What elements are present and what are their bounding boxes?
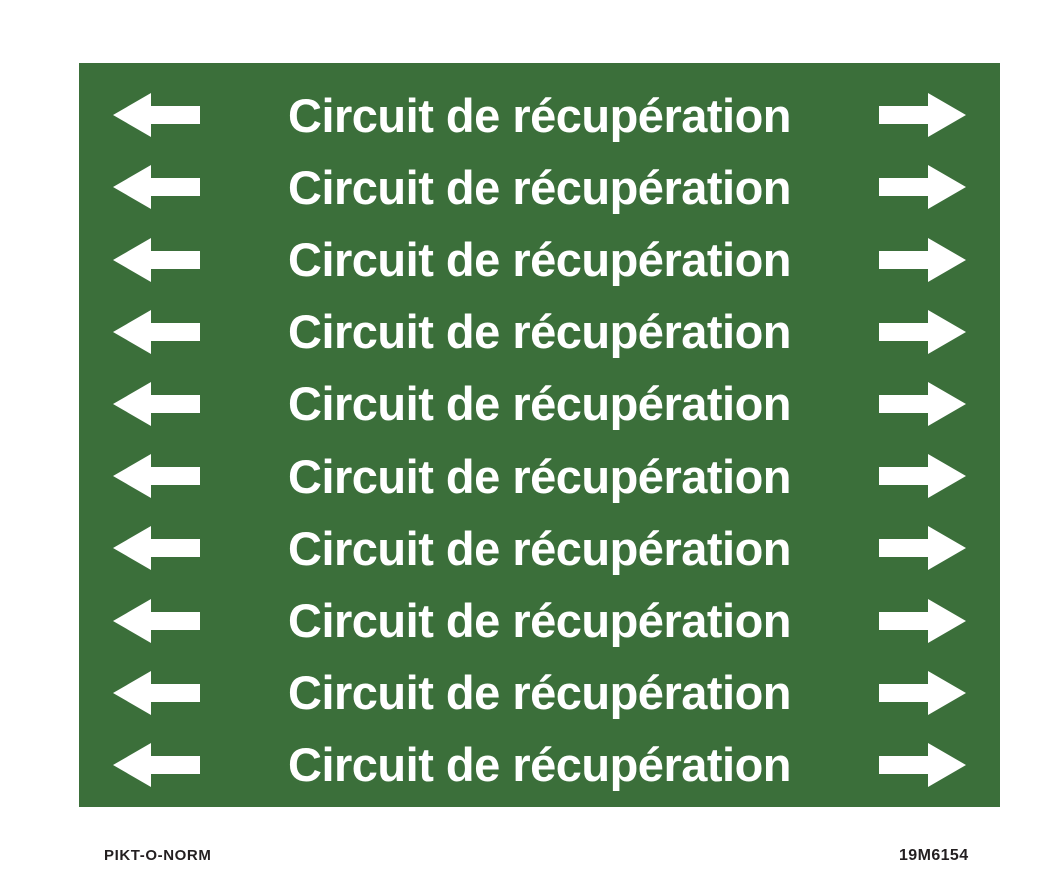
right-arrow-icon <box>879 93 966 138</box>
pipe-marker-row: Circuit de récupération <box>79 657 1000 729</box>
pipe-marker-label: Circuit de récupération <box>288 521 792 575</box>
pipe-marker-panel: Circuit de récupération Circuit de récup… <box>79 63 1000 807</box>
right-arrow-icon <box>879 526 966 571</box>
left-arrow-icon <box>113 237 200 282</box>
pipe-marker-label: Circuit de récupération <box>288 666 792 720</box>
right-arrow-icon <box>879 598 966 643</box>
left-arrow-icon <box>113 381 200 426</box>
pipe-marker-label: Circuit de récupération <box>288 160 792 214</box>
pipe-marker-label: Circuit de récupération <box>288 233 792 286</box>
right-arrow-icon <box>879 165 966 210</box>
left-arrow-icon <box>113 165 200 210</box>
right-arrow-icon <box>879 381 966 426</box>
left-arrow-icon <box>113 526 200 571</box>
right-arrow-icon <box>879 670 966 715</box>
product-code-label: 19M6154 <box>899 847 969 864</box>
left-arrow-icon <box>113 309 200 354</box>
left-arrow-icon <box>113 742 200 787</box>
brand-label: PIKT-O-NORM <box>104 847 212 864</box>
pipe-marker-label: Circuit de récupération <box>288 594 792 648</box>
pipe-marker-label: Circuit de récupération <box>288 449 792 503</box>
pipe-marker-row: Circuit de récupération <box>79 368 1000 440</box>
pipe-marker-row: Circuit de récupération <box>79 584 1000 656</box>
pipe-marker-label: Circuit de récupération <box>288 738 792 792</box>
pipe-marker-label: Circuit de récupération <box>288 88 792 142</box>
right-arrow-icon <box>879 237 966 282</box>
pipe-marker-row: Circuit de récupération <box>79 223 1000 295</box>
pipe-marker-label: Circuit de récupération <box>288 377 792 431</box>
pipe-marker-row: Circuit de récupération <box>79 440 1000 512</box>
pipe-marker-row: Circuit de récupération <box>79 151 1000 223</box>
pipe-marker-row: Circuit de récupération <box>79 79 1000 151</box>
pipe-marker-row: Circuit de récupération <box>79 296 1000 368</box>
pipe-marker-row: Circuit de récupération <box>79 512 1000 584</box>
left-arrow-icon <box>113 93 200 138</box>
left-arrow-icon <box>113 454 200 499</box>
right-arrow-icon <box>879 742 966 787</box>
pipe-marker-row: Circuit de récupération <box>79 729 1000 801</box>
right-arrow-icon <box>879 309 966 354</box>
left-arrow-icon <box>113 598 200 643</box>
pipe-marker-label: Circuit de récupération <box>288 305 792 359</box>
left-arrow-icon <box>113 670 200 715</box>
right-arrow-icon <box>879 454 966 499</box>
